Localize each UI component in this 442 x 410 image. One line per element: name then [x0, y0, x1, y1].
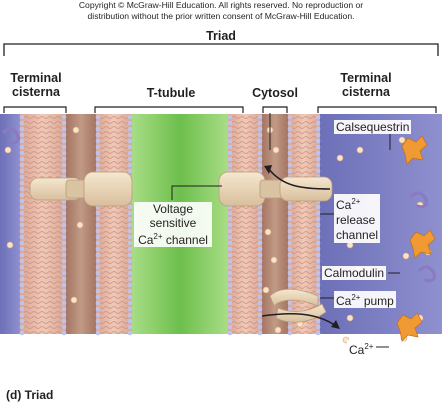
copyright-notice: Copyright © McGraw-Hill Education. All r… [0, 0, 442, 21]
calsequestrin-icon [409, 229, 436, 259]
calmodulin-icon [2, 127, 20, 145]
cisterna-proteins [2, 127, 436, 342]
label-terminal-cisterna-left: Terminal cisterna [10, 71, 62, 99]
annotation-voltage-channel: Voltage sensitive Ca2+ channel [134, 202, 212, 247]
figure-caption: (d) Triad [6, 388, 54, 402]
leader-lines [171, 113, 400, 348]
annotation-ca-ion: Ca2+ [347, 340, 376, 357]
annotation-ca-pump: Ca2+ pump [334, 291, 396, 308]
membrane-bilayer [19, 114, 67, 336]
right-junction-channels [218, 165, 333, 207]
label-cytosol: Cytosol [252, 86, 298, 100]
annotation-calmodulin: Calmodulin [322, 266, 387, 280]
triad-title: Triad [206, 29, 236, 43]
calsequestrin-icon [401, 135, 428, 165]
triad-bracket [3, 43, 439, 56]
copyright-line-2: distribution without the prior written c… [87, 10, 355, 21]
copyright-line-1: Copyright © McGraw-Hill Education. All r… [78, 0, 364, 10]
label-t-tubule: T-tubule [146, 86, 196, 100]
calmodulin-icon [410, 191, 428, 209]
ca-release-channel [279, 176, 333, 202]
annotation-calsequestrin: Calsequestrin [334, 120, 412, 134]
calsequestrin-icon [396, 312, 423, 342]
left-junction-channels [29, 171, 133, 207]
membrane-bilayer [227, 114, 263, 336]
region-brackets [3, 106, 437, 113]
calmodulin-icon [418, 265, 436, 283]
annotation-ca-release-channel: Ca2+ release channel [334, 194, 381, 243]
membrane-bilayer [95, 114, 133, 336]
voltage-sensitive-channel [218, 171, 266, 207]
left-cisterna-lumen [0, 114, 20, 334]
label-terminal-cisterna-right: Terminal cisterna [340, 71, 392, 99]
ca-pump [261, 288, 340, 329]
